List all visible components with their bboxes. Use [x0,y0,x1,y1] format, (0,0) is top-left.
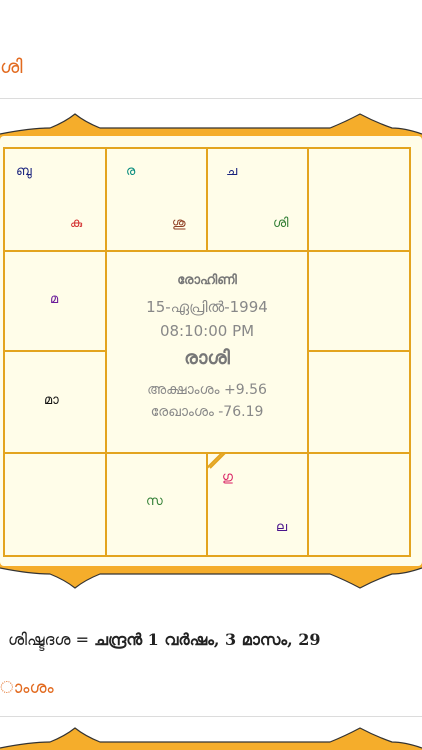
nakshatra-label: രോഹിണി [177,273,237,288]
chart-center-info: രോഹിണി 15-ഏപ്രിൽ-1994 08:10:00 PM രാശി അ… [106,251,308,452]
planet-lagna: ല [276,520,288,535]
divider [0,98,422,99]
planet-ravi: ര [126,164,136,179]
birth-date: 15-ഏപ്രിൽ-1994 [146,298,268,316]
planet-sarpa: സ [146,494,163,509]
birth-time: 08:10:00 PM [159,322,255,340]
latitude: അക്ഷാംശം +9.56 [147,382,267,398]
divider-2 [0,716,422,717]
balance-dasa: ശിഷ്ടദശ = ചന്ദ്രൻ 1 വർഷം, 3 മാസം, 29 [8,630,321,650]
planet-kuja: കു [70,216,83,231]
longitude: രേഖാംശം -76.19 [150,404,264,420]
planet-guru: ഗു [222,470,233,485]
planet-shukra: ശു [172,216,186,231]
dasa-value: ചന്ദ്രൻ 1 വർഷം, 3 മാസം, 29 [94,630,321,649]
dasa-label: ശിഷ്ടദശ = [8,630,90,649]
planet-budha: ബു [16,164,32,179]
planet-mandi-2: മാ [44,393,59,408]
chart-name: രാശി [184,347,230,369]
rasi-chart-frame [0,106,422,596]
rasi-section-heading: ശി [0,56,23,78]
navamsa-section-heading: ാംശം [0,678,54,698]
planet-chandra: ച [226,164,238,179]
planet-shani: ശി [273,216,289,231]
planet-mandi: മ [50,292,59,307]
navamsa-chart-frame [0,722,422,750]
